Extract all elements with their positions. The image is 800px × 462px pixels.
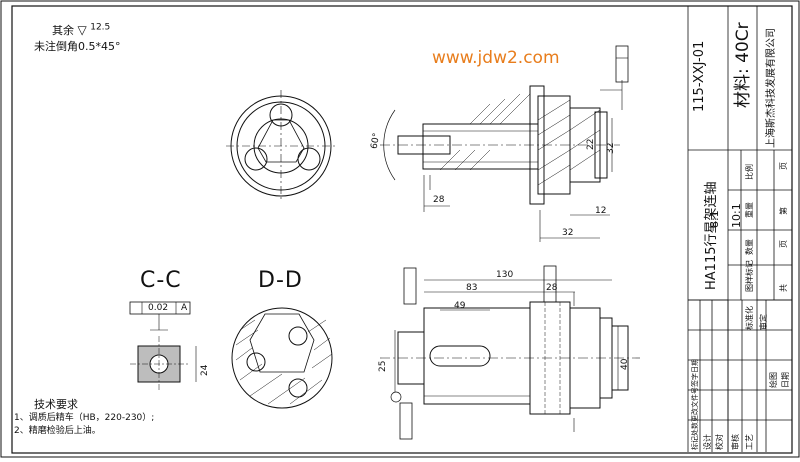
dim-len-83: 83 <box>466 283 478 293</box>
material: 材料: 40Cr <box>733 22 753 108</box>
tb-page-label: 共 <box>779 284 788 292</box>
section-label-dd: D-D <box>258 268 303 293</box>
drawing-number: 115-XXJ-01 <box>692 40 707 112</box>
tb-page-label: 页 <box>779 162 788 170</box>
dim-len-49: 49 <box>454 301 466 311</box>
datum-label: A <box>181 303 188 313</box>
dim-dia-25: 25 <box>378 360 388 372</box>
tb-sign-row: 校对 <box>715 434 724 450</box>
tb-sign-col: 绘图 <box>769 372 778 388</box>
dim-dia-40: 40 <box>620 358 630 370</box>
scale-secondary: 8:1 <box>708 210 721 228</box>
dim-tol-cc: 0.02 <box>148 303 169 313</box>
dim-len-12: 12 <box>595 206 607 216</box>
tb-sign-row: 设计 <box>703 434 712 450</box>
dim-len-28b: 28 <box>546 283 558 293</box>
tb-label-ratio: 比例 <box>745 164 754 180</box>
end-view-top <box>226 90 336 202</box>
shaft-main-view <box>380 265 640 440</box>
dim-len-28a: 28 <box>433 195 445 205</box>
tb-page-label: 页 <box>779 240 788 248</box>
surface-note: 其余 ▽ 12.5 <box>52 22 110 38</box>
tech-requirement-item: 1、调质后精车（HB，220-230）; <box>14 413 155 423</box>
watermark: www.jdw2.com <box>432 48 560 68</box>
dim-total-length: 130 <box>496 270 514 280</box>
scale-primary: 10:1 <box>730 203 743 228</box>
tb-sign-row: 工艺 <box>745 434 754 450</box>
tech-requirement-item: 2、精磨检验后上油。 <box>14 426 101 436</box>
title-block <box>687 6 792 452</box>
tb-sign-row: 标记处数更改文件号签字日期 <box>691 359 699 450</box>
tb-sign-col: 审定 <box>759 314 768 330</box>
dim-dia-24: 24 <box>200 364 210 376</box>
tech-requirements-title: 技术要求 <box>34 398 78 411</box>
tb-sign-col: 日期 <box>781 372 790 388</box>
dim-len-32: 32 <box>562 228 574 238</box>
tb-sign-row: 审核 <box>731 434 740 450</box>
surface-note-prefix: 其余 <box>52 24 74 37</box>
section-label-cc: C-C <box>140 268 182 293</box>
section-dd <box>231 307 333 409</box>
section-cc <box>129 301 197 392</box>
tb-sign-col: 标准化 <box>745 306 754 330</box>
shaft-side-view-top <box>380 45 629 242</box>
tb-label-quantity: 数量 <box>745 239 754 255</box>
roughness-value: 12.5 <box>90 22 111 33</box>
dim-dia-32: 32 <box>606 142 616 154</box>
tb-label-mark: 图样标记 <box>745 260 754 292</box>
chamfer-note: 未注倒角0.5*45° <box>34 40 121 53</box>
tb-page-label: 第 <box>779 207 788 215</box>
roughness-symbol-icon: ▽ <box>77 23 87 37</box>
dim-dia-22: 22 <box>586 138 596 150</box>
tb-label-weight: 重量 <box>745 202 754 218</box>
part-name: HA115行星架连轴 <box>704 181 719 290</box>
company-name: 上海斯杰科技发展有限公司 <box>766 28 777 148</box>
